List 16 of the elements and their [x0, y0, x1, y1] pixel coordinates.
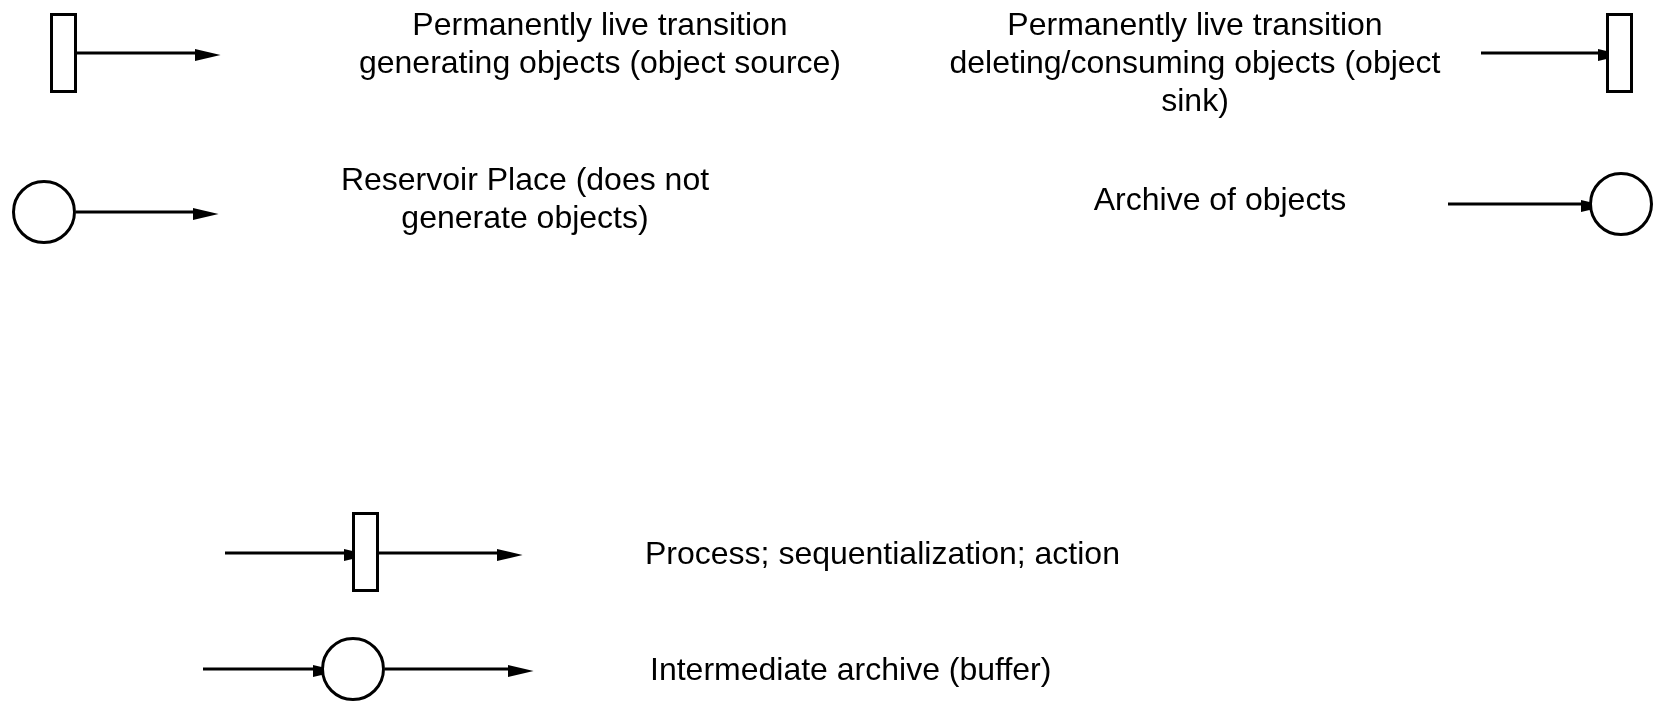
transition-bar: [352, 512, 379, 592]
arrow: [77, 49, 221, 61]
place-circle: [321, 637, 385, 701]
description-text: Reservoir Place (does not generate objects): [339, 160, 711, 236]
arrow: [76, 208, 219, 220]
description-text: Intermediate archive (buffer): [650, 650, 1053, 688]
description-text: Permanently live transition deleting/consuming objects (object sink): [948, 5, 1442, 119]
place-circle: [12, 180, 76, 244]
arrow: [385, 665, 534, 677]
description-text: Process; sequentialization; action: [645, 534, 1121, 572]
description-text: Archive of objects: [1092, 180, 1348, 218]
transition-bar: [1606, 13, 1633, 93]
transition-bar: [50, 13, 77, 93]
description-text: Permanently live transition generating objects (object source): [357, 5, 842, 81]
arrow: [379, 549, 523, 561]
place-circle: [1589, 172, 1653, 236]
